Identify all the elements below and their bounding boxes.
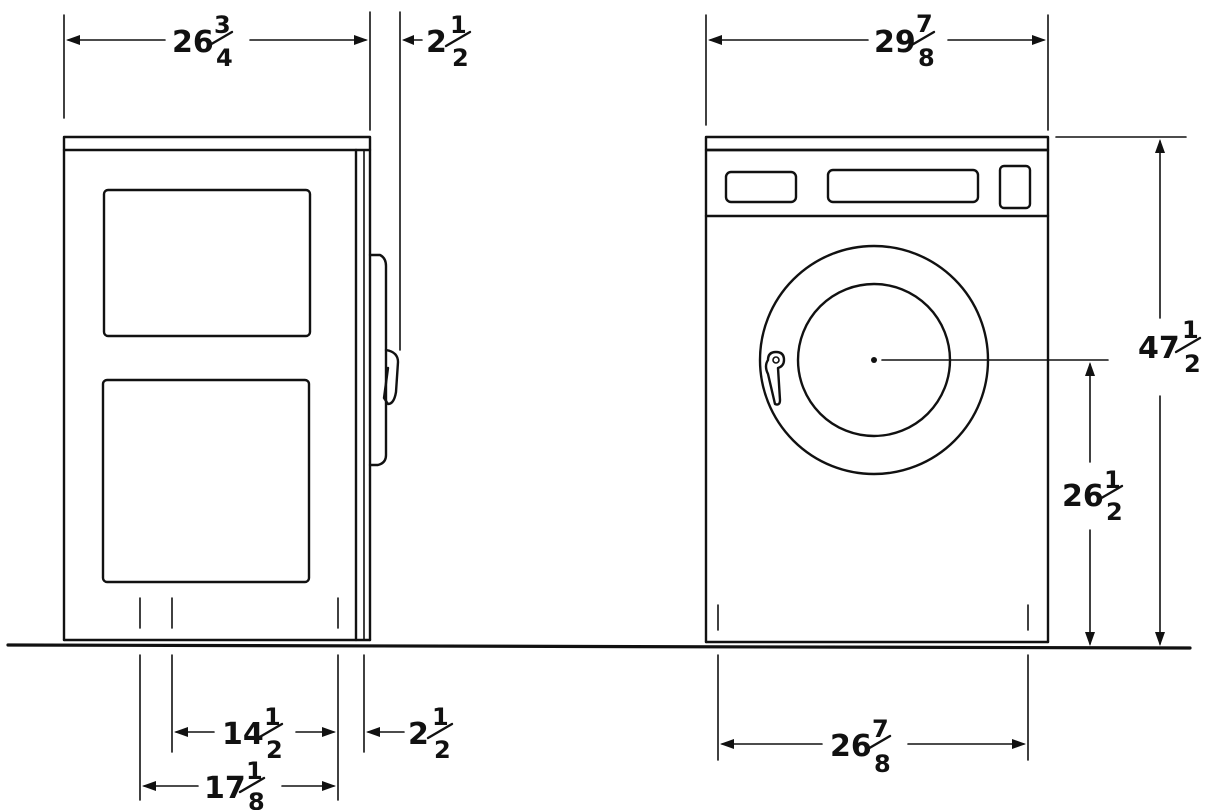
dim-denominator: 2 — [1184, 350, 1201, 378]
dim-denominator: 4 — [216, 44, 233, 72]
dim-front-base-width — [717, 654, 1029, 761]
dim-denominator: 2 — [452, 44, 469, 72]
side-top-panel — [62, 135, 372, 152]
label-front-base-width: 26 7 8 — [830, 715, 892, 778]
dim-whole: 29 — [874, 25, 916, 60]
label-side-foot-outer: 17 1 8 — [204, 757, 266, 810]
dim-whole: 47 — [1138, 331, 1180, 366]
dim-numerator: 3 — [214, 11, 231, 39]
side-handle-icon — [382, 348, 400, 406]
dim-side-feet — [139, 654, 405, 801]
dim-denominator: 8 — [248, 788, 265, 810]
dim-numerator: 1 — [246, 757, 263, 785]
side-upper-panel — [102, 188, 312, 338]
front-view — [704, 135, 1050, 644]
side-lower-panel — [101, 378, 311, 584]
dim-front-top-width — [705, 14, 1049, 131]
door-latch-icon — [764, 350, 786, 406]
door-center-point — [871, 357, 877, 363]
dim-denominator: 8 — [874, 750, 891, 778]
front-top — [704, 135, 1050, 152]
side-view — [62, 135, 400, 642]
floor-line — [6, 643, 1192, 650]
dim-numerator: 1 — [432, 703, 449, 731]
dim-denominator: 8 — [918, 44, 935, 72]
dim-numerator: 1 — [450, 11, 467, 39]
dim-whole: 26 — [172, 25, 214, 60]
label-side-foot-inner: 14 1 2 — [222, 703, 284, 764]
dim-denominator: 2 — [1106, 498, 1123, 526]
label-side-depth: 26 3 4 — [172, 11, 234, 72]
dim-side-handle — [399, 11, 423, 351]
control-display-left — [724, 170, 798, 204]
dim-denominator: 2 — [266, 736, 283, 764]
label-front-top-width: 29 7 8 — [874, 10, 936, 72]
dim-front-door-height — [881, 359, 1109, 646]
dim-numerator: 7 — [872, 715, 889, 743]
label-side-handle: 2 1 2 — [426, 11, 472, 72]
dim-front-height — [1055, 136, 1187, 646]
coin-slot — [998, 164, 1032, 210]
label-side-foot-rear: 2 1 2 — [408, 703, 454, 764]
dim-denominator: 2 — [434, 736, 451, 764]
dim-whole: 2 — [408, 717, 429, 752]
label-front-height: 47 1 2 — [1138, 316, 1202, 378]
fraction-bar — [206, 30, 234, 48]
label-front-door-height: 26 1 2 — [1062, 466, 1124, 526]
dim-numerator: 7 — [916, 10, 933, 38]
dim-whole: 17 — [204, 771, 246, 806]
dim-numerator: 1 — [264, 703, 281, 731]
dim-whole: 26 — [830, 729, 872, 764]
dim-whole: 26 — [1062, 479, 1104, 514]
dim-numerator: 1 — [1182, 316, 1199, 344]
control-display-center — [826, 168, 980, 204]
dim-numerator: 1 — [1104, 466, 1121, 494]
dim-whole: 2 — [426, 25, 447, 60]
side-door-profile — [368, 253, 388, 467]
dim-side-depth — [63, 11, 371, 131]
dim-whole: 14 — [222, 717, 264, 752]
front-control-panel — [704, 148, 1050, 218]
